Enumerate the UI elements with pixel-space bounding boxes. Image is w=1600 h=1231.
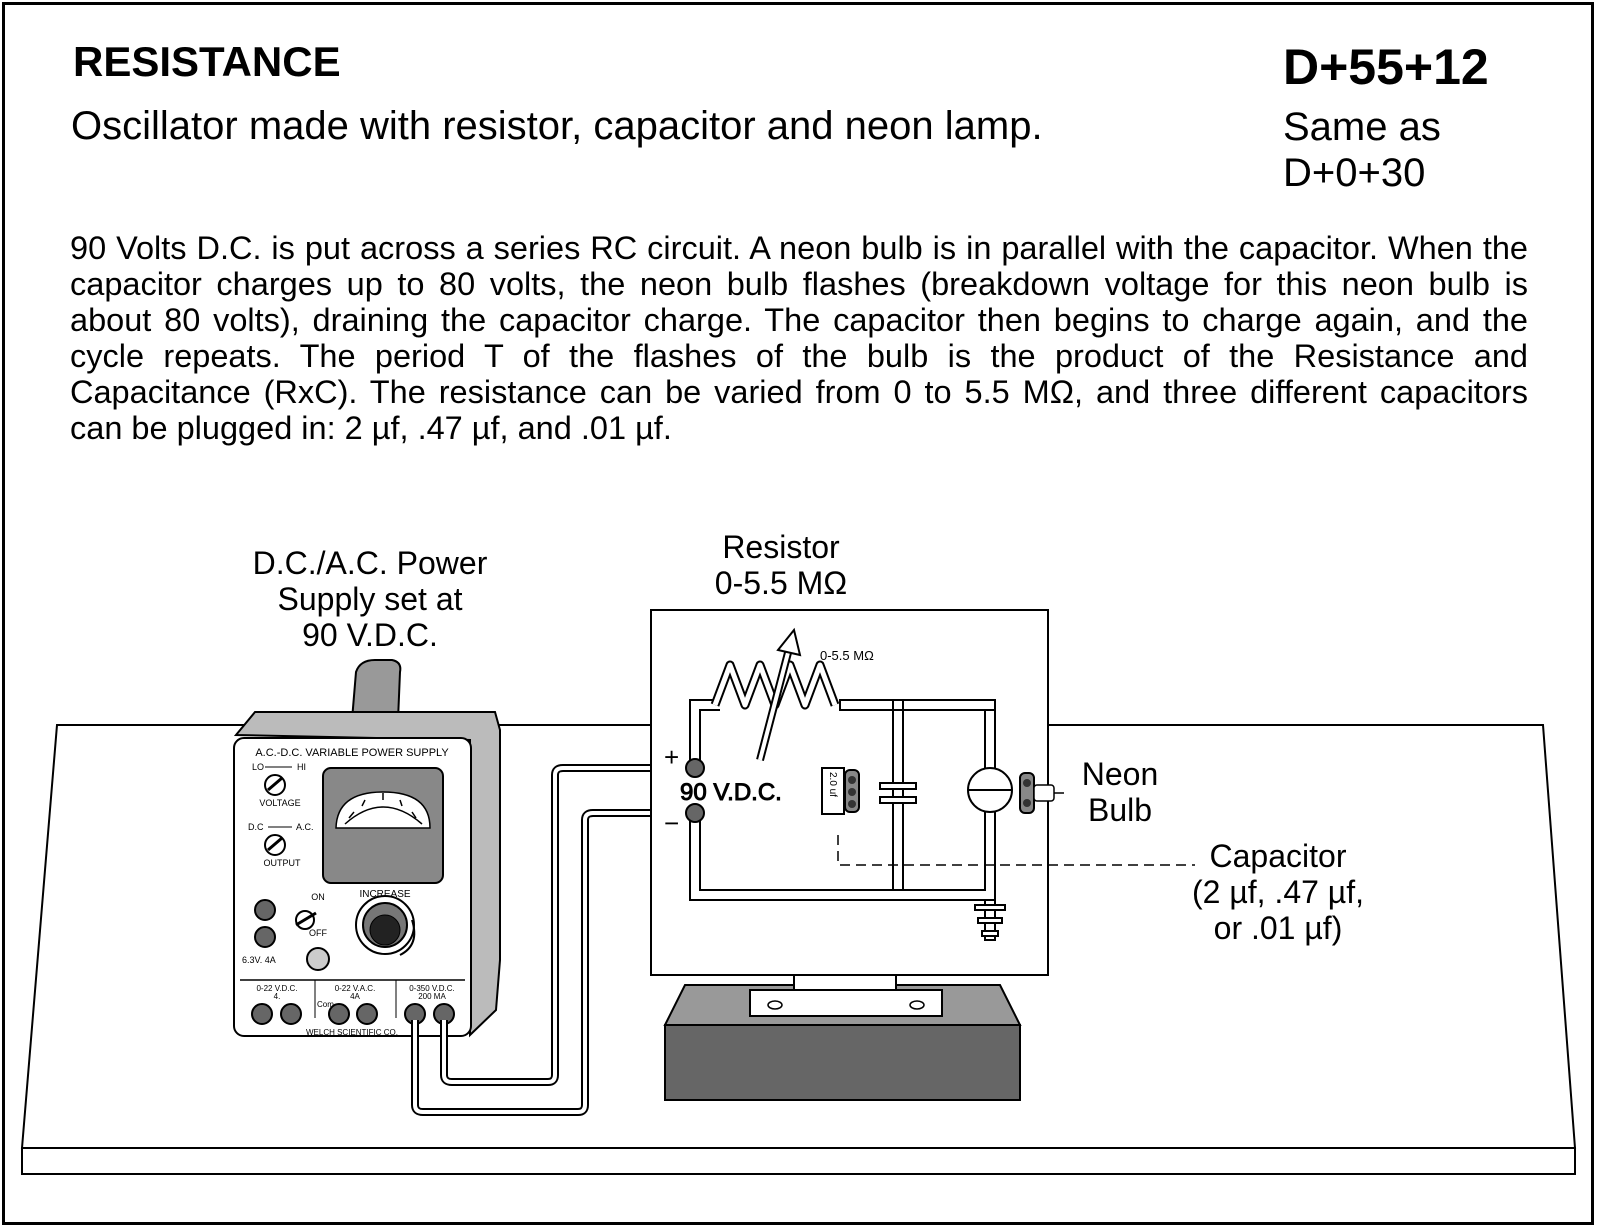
neon-bulb-label-2: Bulb [1088,792,1152,828]
ps-on-label: ON [311,892,325,902]
board-stand [663,939,1022,1101]
resistor-label-2: 0-5.5 MΩ [715,565,847,601]
capacitor-label-3: or .01 µf) [1214,910,1343,946]
ps-com-label: Com [317,1000,334,1009]
ps-range1: 0-22 V.D.C. [256,984,297,993]
resistor-label-1: Resistor [722,529,840,565]
binding-post [254,899,276,921]
board-minus: − [664,808,679,838]
positive-terminal [685,758,705,778]
ps-ac-label: A.C. [296,822,314,832]
ps-voltage-label: VOLTAGE [259,798,300,808]
capacitor-label-1: Capacitor [1210,838,1347,874]
neon-bulb-label-1: Neon [1082,756,1159,792]
lead-wires-inner [413,766,695,1114]
ps-range2: 0-22 V.A.C. [335,984,376,993]
ps-range2-sub: 4A [350,992,360,1001]
power-supply-label-1: D.C./A.C. Power [253,545,488,581]
board-plus: + [664,742,679,772]
negative-terminal [685,803,705,823]
neon-bulb [1033,784,1055,802]
capacitor-label-2: (2 µf, .47 µf, [1192,874,1364,910]
ps-dc-label: D.C [248,822,264,832]
capacitor-leader-line [837,835,1195,866]
ps-range3-sub: 200 MA [418,992,446,1001]
ps-increase-label: INCREASE [359,889,410,900]
pilot-lamp [306,947,330,971]
experiment-code: D+55+12 [1283,39,1489,95]
same-as-line2: D+0+30 [1283,151,1426,195]
ps-rating-label: 6.3V. 4A [242,955,276,965]
ps-brand-title: A.C.-D.C. VARIABLE POWER SUPPLY [255,747,449,759]
resistor-range-label: 0-5.5 MΩ [820,648,874,663]
terminal [280,1003,302,1025]
ground-symbol [974,899,1006,941]
power-supply-label-2: Supply set at [278,581,463,617]
same-as-note: Same as D+0+30 [1283,104,1441,196]
same-as-line1: Same as [1283,105,1441,149]
page-title: RESISTANCE [73,38,341,85]
ps-maker-label: WELCH SCIENTIFIC CO. [306,1028,398,1037]
ps-range1-sub: 4. [274,992,281,1001]
power-supply: A.C.-D.C. VARIABLE POWER SUPPLY LO HI VO… [233,659,501,1038]
board-voltage-text: 90 V.D.C. [680,779,782,806]
terminal [251,1003,273,1025]
power-supply-label-3: 90 V.D.C. [302,617,438,653]
description-paragraph: 90 Volts D.C. is put across a series RC … [70,230,1528,446]
binding-post [254,926,276,948]
ps-output-label: OUTPUT [264,858,302,868]
terminal [328,1003,350,1025]
ps-lo-label: LO [252,762,264,772]
ps-hi-label: HI [297,762,306,772]
page-subtitle: Oscillator made with resistor, capacitor… [71,104,1043,148]
capacitor-value-label: 2.0 uf [827,772,838,797]
terminal [356,1003,378,1025]
circuit-board: 0-5.5 MΩ + − 90 V.D.C. 2.0 uf [650,609,1064,976]
ps-range3: 0-350 V.D.C. [409,984,455,993]
ps-off-label: OFF [309,928,327,938]
